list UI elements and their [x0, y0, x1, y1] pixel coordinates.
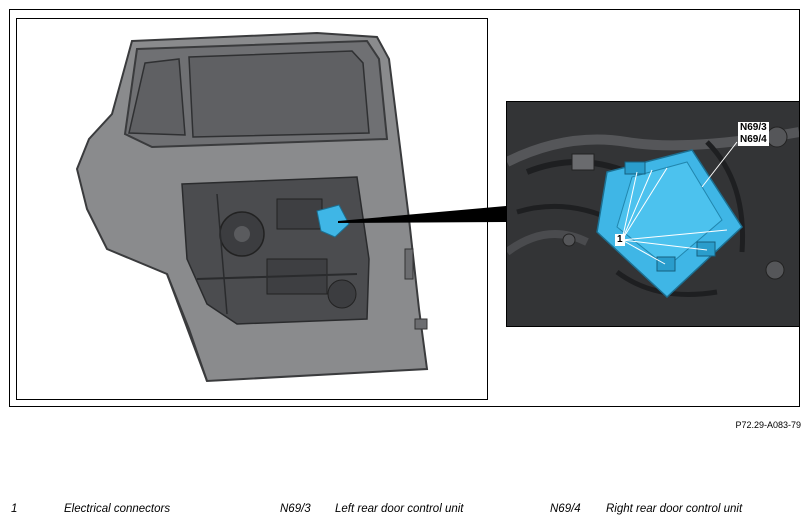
legend-text-1: Electrical connectors	[64, 503, 171, 515]
window-glass-main	[188, 50, 370, 138]
window-glass-rear	[128, 58, 186, 136]
label-n69-3: N69/3	[738, 122, 769, 134]
label-connectors: 1	[615, 234, 625, 246]
label-n69-4: N69/4	[738, 134, 769, 146]
rear-door-illustration	[75, 31, 429, 383]
figure-reference-code: P72.29-A083-79	[735, 420, 801, 430]
legend-text-2: Left rear door control unit	[335, 503, 464, 515]
legend-key-3: N69/4	[550, 503, 581, 515]
legend-text-3: Right rear door control unit	[606, 503, 743, 515]
control-unit-detail-panel: N69/3 N69/4 1	[506, 101, 800, 327]
legend: 1 Electrical connectors N69/3 Left rear …	[0, 503, 811, 517]
legend-key-1: 1	[11, 503, 18, 515]
legend-key-2: N69/3	[280, 503, 311, 515]
door-overview-panel	[16, 18, 488, 400]
